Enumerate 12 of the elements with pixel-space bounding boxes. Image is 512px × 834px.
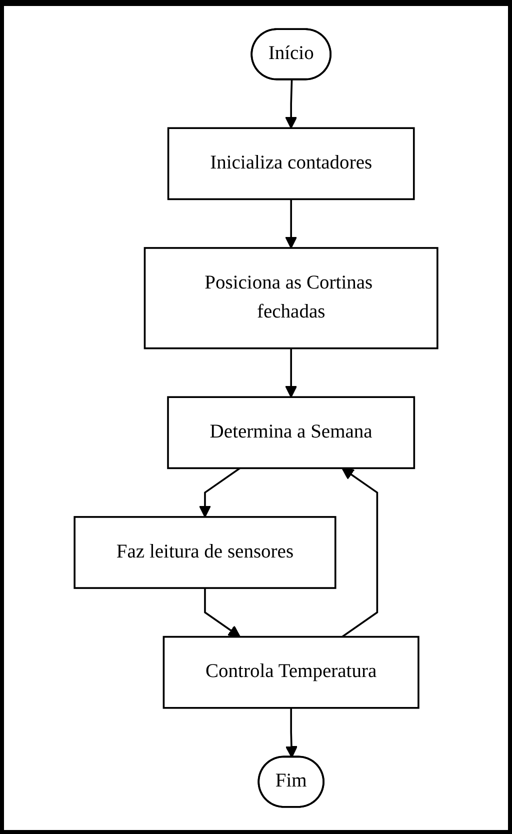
arrow: [285, 708, 298, 758]
node-box: [167, 396, 416, 470]
arrow: [342, 468, 378, 638]
arrow: [198, 467, 241, 518]
node-box: [74, 516, 336, 589]
arrow: [284, 199, 298, 249]
node-box: [144, 247, 438, 350]
node-box: [162, 636, 420, 709]
arrow: [284, 80, 298, 129]
node-box: [167, 127, 415, 200]
arrow: [284, 348, 298, 398]
arrow: [204, 588, 241, 638]
